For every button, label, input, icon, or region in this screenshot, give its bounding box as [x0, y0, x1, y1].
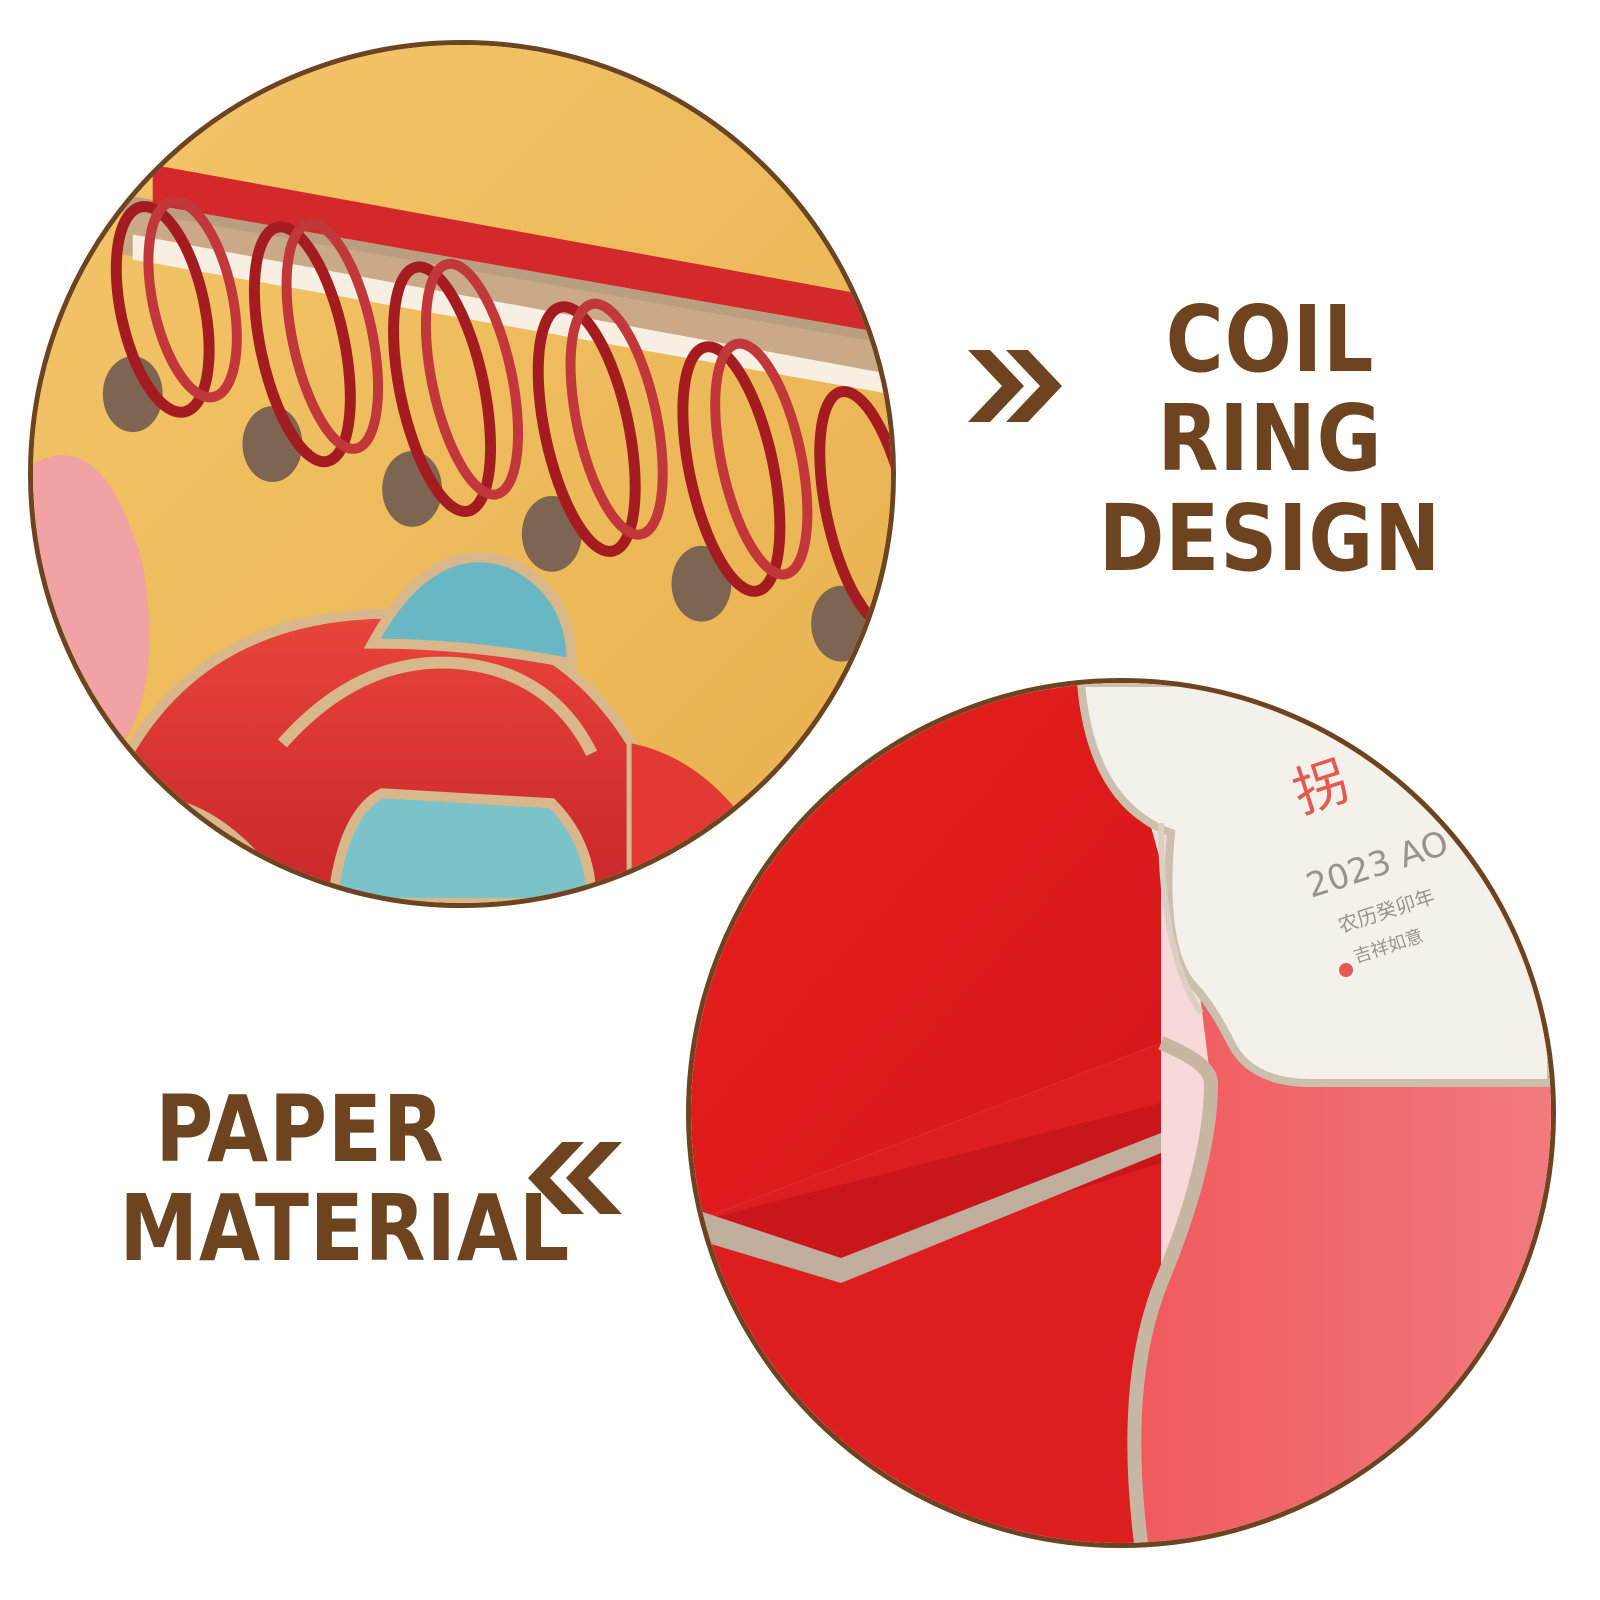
caption-line-2: MATERIAL: [119, 1175, 571, 1283]
paper-material-photo: 拐 2023 AO 农历癸卯年 吉祥如意: [686, 678, 1556, 1548]
chevrons-right-icon: [968, 350, 1062, 422]
coil-ring-illustration: [33, 45, 891, 903]
paper-stand-illustration: 拐 2023 AO 农历癸卯年 吉祥如意: [691, 683, 1551, 1543]
caption-line-1: PAPER: [155, 1076, 445, 1183]
coil-ring-photo: [28, 40, 896, 908]
coil-ring-design-caption: COIL RING DESIGN: [1060, 290, 1480, 588]
red-seal-icon: [1339, 963, 1353, 977]
caption-line-1: COIL RING: [1157, 286, 1383, 493]
caption-line-2: DESIGN: [1098, 484, 1442, 592]
chevrons-left-icon: [528, 1142, 622, 1214]
paper-material-caption: PAPER MATERIAL: [90, 1076, 571, 1283]
